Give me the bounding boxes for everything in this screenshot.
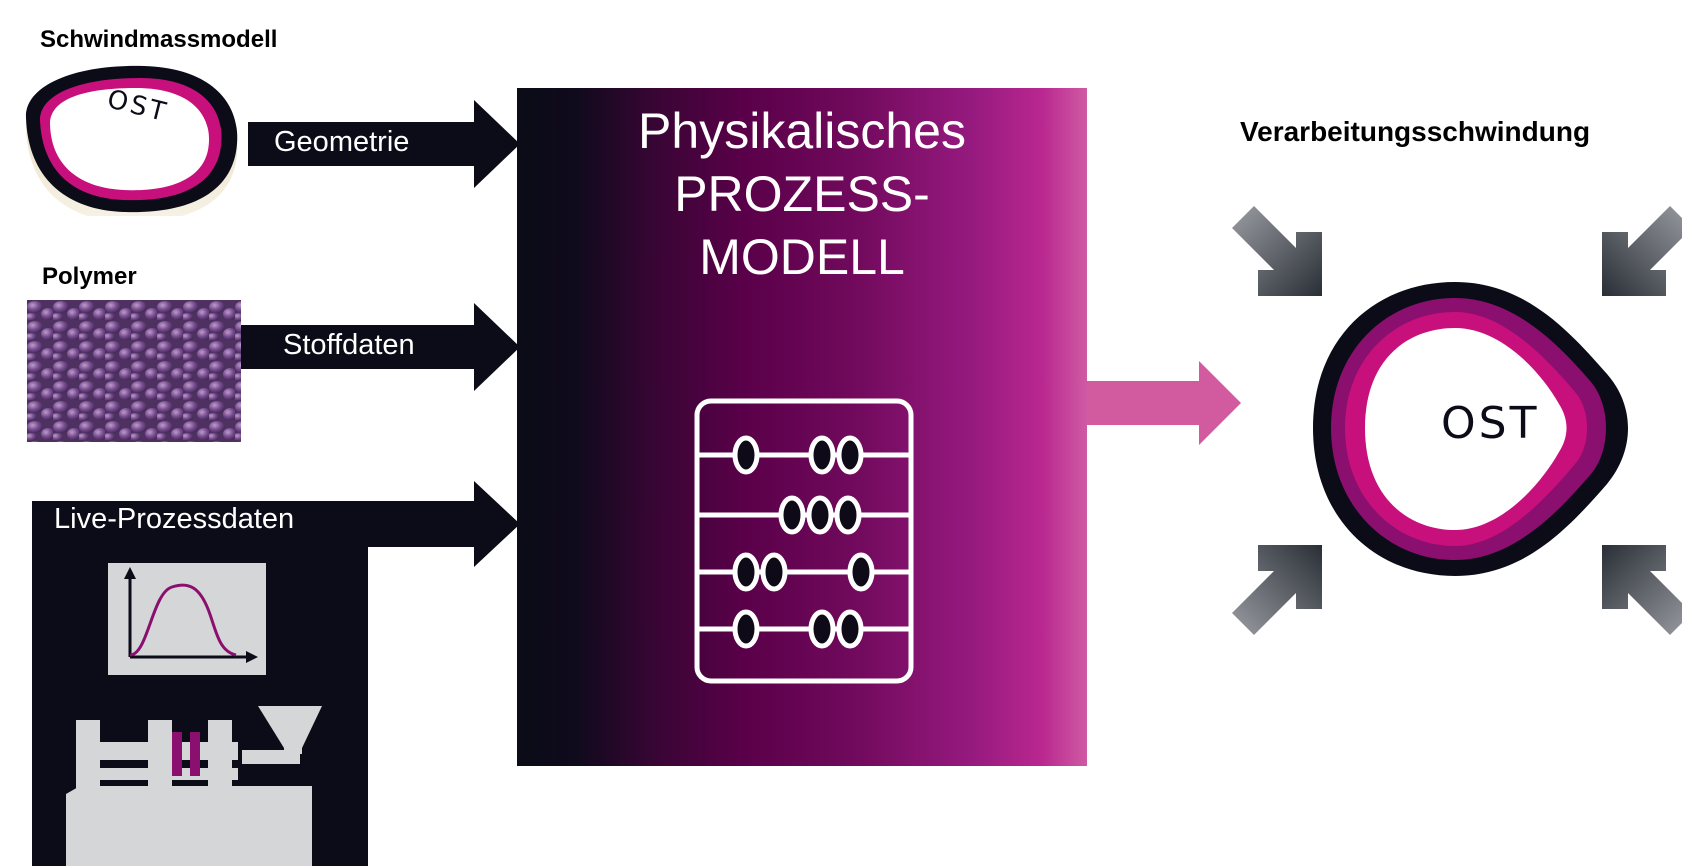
shrinkage-model-puck-image: OST (25, 65, 238, 216)
output-logo-text: OST (1441, 398, 1539, 449)
compression-arrow-top-right (1602, 206, 1682, 296)
material-data-arrow (241, 303, 520, 391)
model-heading: Schwindmassmodell (40, 26, 278, 53)
live-process-data-label: Live-Prozessdaten (54, 503, 295, 535)
shrunk-part-logo: OST (1313, 282, 1628, 576)
compression-arrow-bottom-left (1232, 545, 1322, 635)
process-model-title-line-1: Physikalisches (638, 103, 966, 159)
process-model-title-line-3: MODELL (699, 229, 905, 285)
geometry-arrow (248, 100, 520, 188)
compression-arrow-bottom-right (1602, 545, 1682, 635)
process-curve-chart-icon (108, 563, 266, 675)
process-model-box (517, 88, 1087, 766)
polymer-pellets-image (27, 300, 241, 442)
geometry-arrow-label: Geometrie (274, 126, 410, 158)
abacus-icon (694, 398, 914, 684)
output-arrow (1087, 361, 1241, 445)
injection-molding-machine-icon (66, 706, 322, 866)
polymer-heading: Polymer (42, 263, 137, 290)
material-data-arrow-label: Stoffdaten (283, 329, 415, 361)
compression-arrow-top-left (1232, 206, 1322, 296)
process-model-title: Physikalisches PROZESS- MODELL (517, 100, 1087, 289)
process-model-title-line-2: PROZESS- (674, 166, 930, 222)
output-heading: Verarbeitungsschwindung (1240, 116, 1591, 147)
